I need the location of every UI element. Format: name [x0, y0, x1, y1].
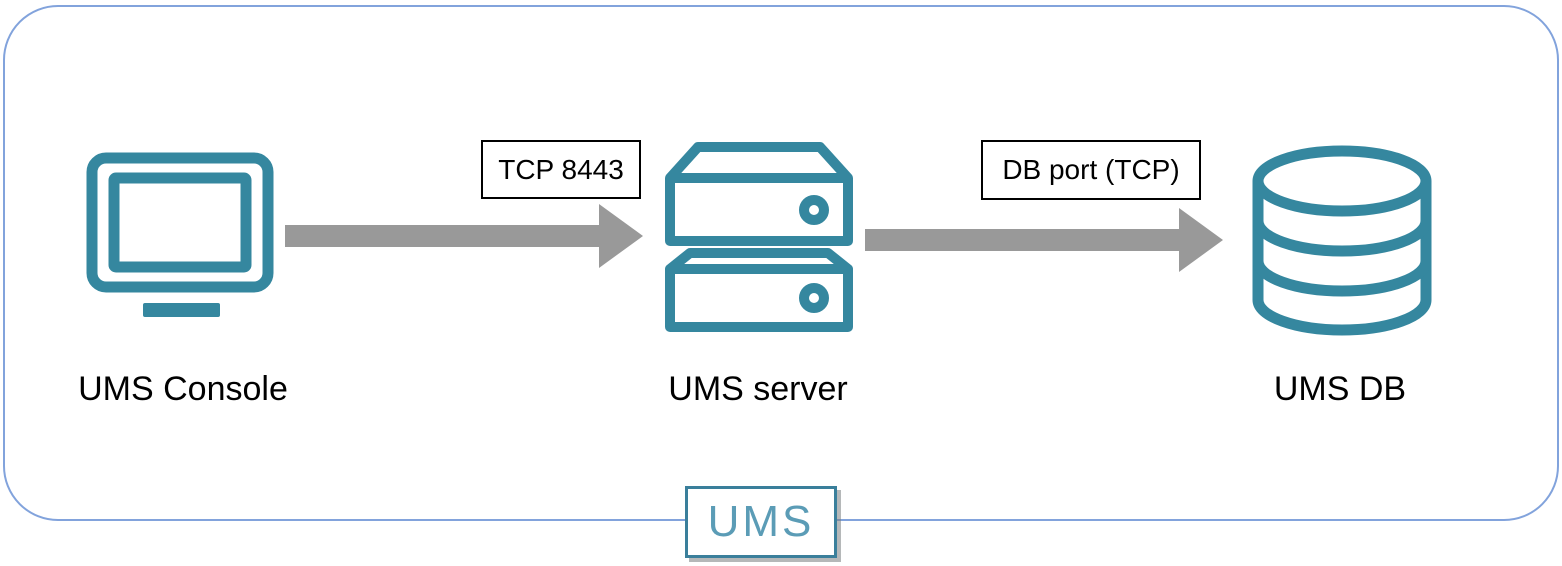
- connection-label-text: DB port (TCP): [1002, 154, 1180, 185]
- connection-label-db-port: DB port (TCP): [981, 140, 1201, 200]
- server-icon: [665, 142, 853, 332]
- ums-badge: UMS: [685, 486, 837, 558]
- node-label-console: UMS Console: [78, 370, 288, 408]
- database-icon: [1252, 145, 1432, 336]
- ums-badge-label: UMS: [707, 497, 815, 546]
- connection-label-text: TCP 8443: [498, 153, 624, 185]
- node-label-db: UMS DB: [1273, 370, 1407, 408]
- node-label-server: UMS server: [668, 370, 848, 408]
- connection-label-tcp-8443: TCP 8443: [481, 140, 641, 199]
- monitor-icon: [86, 152, 274, 317]
